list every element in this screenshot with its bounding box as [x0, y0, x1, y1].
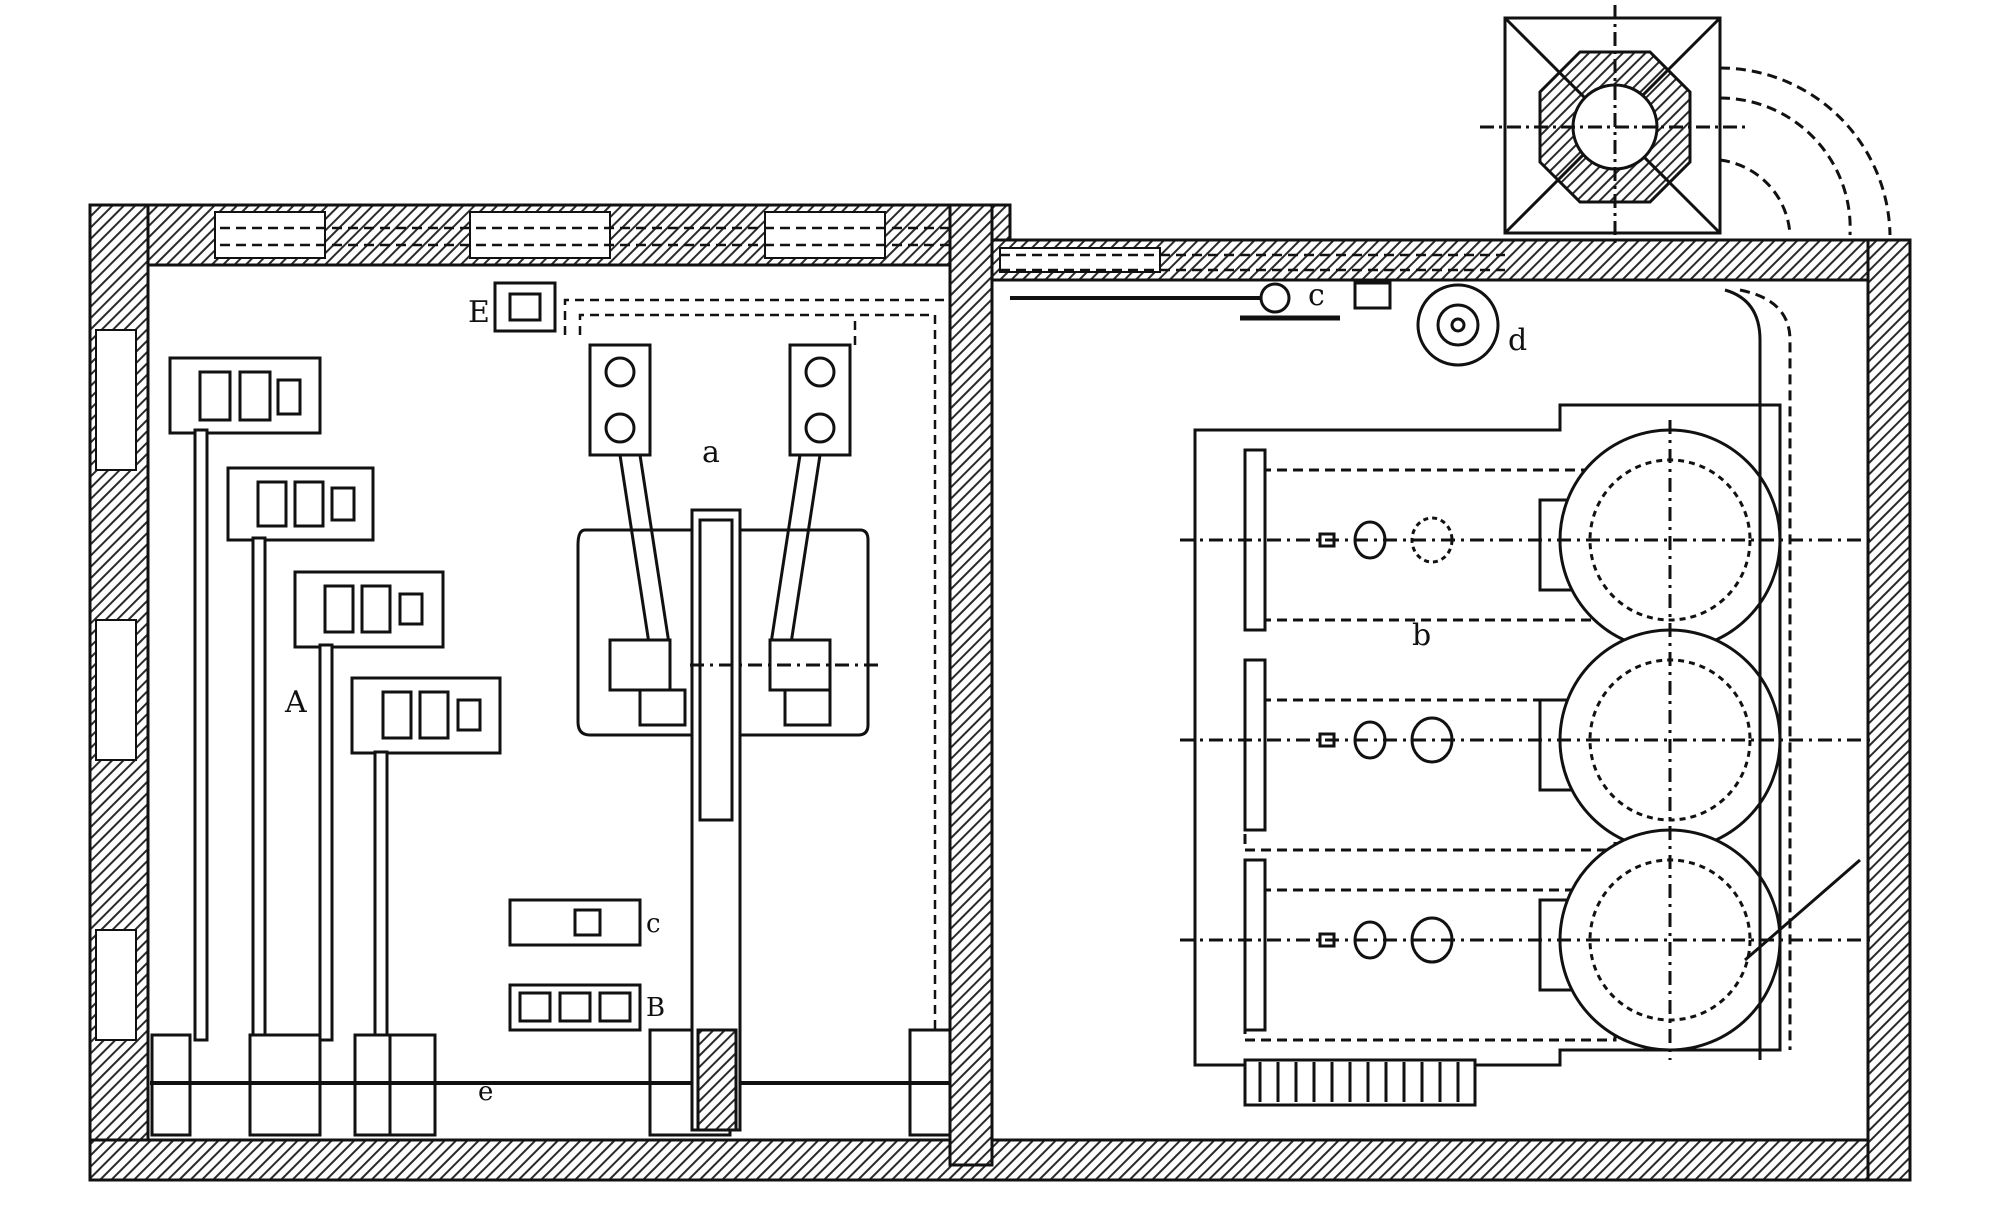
wall-bottom [88, 1138, 1912, 1182]
boiler-3 [1180, 828, 1870, 1052]
label-A: A [284, 685, 307, 720]
boilers [1180, 420, 1870, 1060]
label-c-left: c [646, 909, 661, 939]
ash-grating [1258, 1062, 1460, 1102]
windows-top [214, 211, 1161, 273]
chimney-detail [1480, 5, 1892, 245]
pump-c [1353, 281, 1392, 310]
label-d: d [1508, 323, 1527, 358]
small-machines [508, 898, 642, 1032]
boiler-flue [1724, 288, 1861, 1060]
box-E [493, 281, 557, 333]
pump-shafts [193, 428, 389, 1042]
label-c-right: c [1308, 278, 1325, 313]
wall-right-side [1866, 238, 1912, 1182]
label-e: e [478, 1077, 493, 1107]
pump-units [168, 356, 502, 755]
label-b: b [1412, 618, 1431, 653]
wall-partition [948, 203, 994, 1167]
label-E: E [468, 295, 490, 330]
label-a: a [702, 435, 720, 470]
windows-left [95, 329, 137, 1041]
tank-d [1416, 283, 1500, 367]
feed-apparatus [1010, 281, 1500, 367]
label-B: B [646, 993, 665, 1023]
pipes-left [563, 298, 950, 1030]
plan-labels: A a b B c c d e E [284, 278, 1527, 1107]
flue-lines [220, 226, 1505, 272]
steam-engine [576, 343, 880, 1132]
